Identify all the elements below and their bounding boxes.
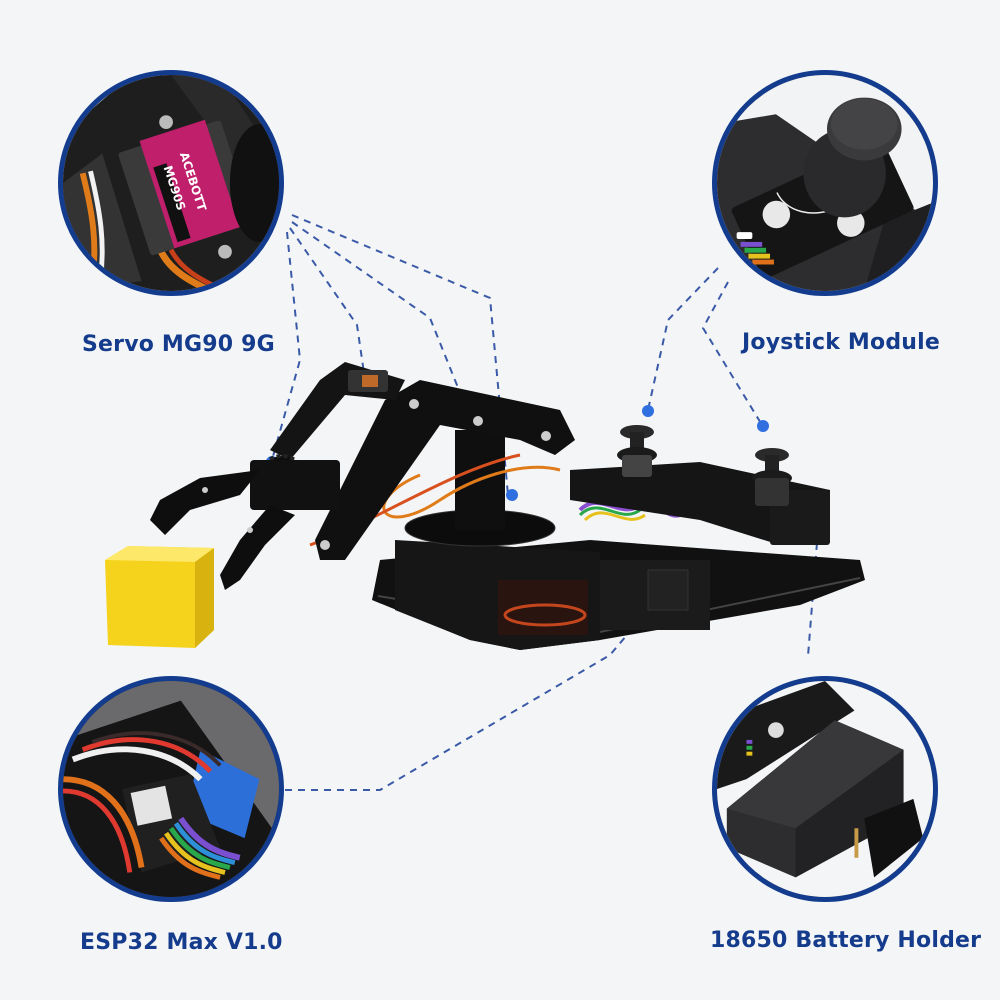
joystick-closeup-image bbox=[717, 75, 933, 291]
joystick-label: Joystick Module bbox=[742, 330, 941, 355]
battery-holder-label: 18650 Battery Holder bbox=[710, 928, 982, 953]
servo-label: Servo MG90 9G bbox=[82, 332, 275, 357]
esp32-label: ESP32 Max V1.0 bbox=[80, 930, 283, 955]
servo-closeup-circle: ACEBOTT MG90S bbox=[58, 70, 284, 296]
servo-closeup-image: ACEBOTT MG90S bbox=[63, 75, 279, 291]
battery-closeup-circle bbox=[712, 676, 938, 902]
esp32-closeup-image bbox=[63, 681, 279, 897]
esp32-closeup-circle bbox=[58, 676, 284, 902]
battery-closeup-image bbox=[717, 681, 933, 897]
joystick-closeup-circle bbox=[712, 70, 938, 296]
